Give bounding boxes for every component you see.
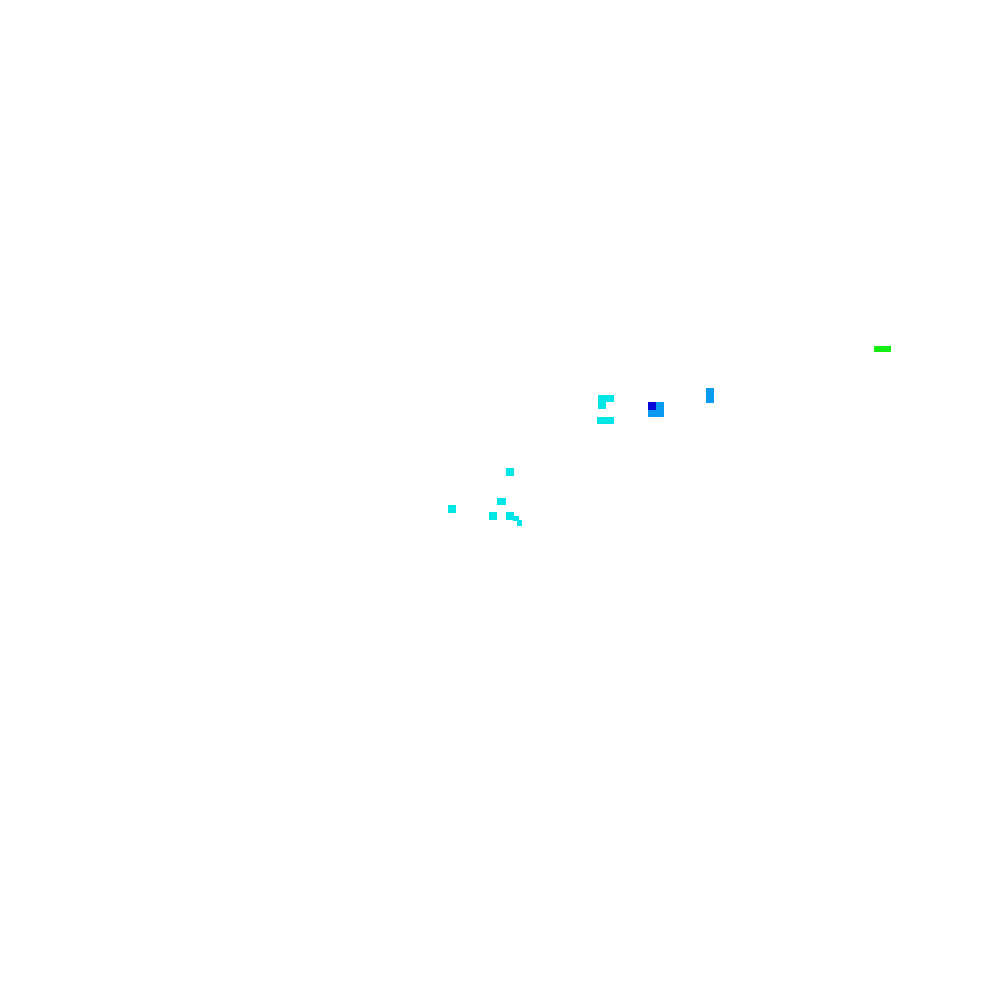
dark-blue-square: [648, 402, 656, 410]
cyan-pixel: [497, 498, 506, 505]
blue-pixel: [656, 402, 664, 417]
green-pixel: [874, 346, 891, 352]
cyan-pixel: [598, 395, 614, 402]
blue-bar: [706, 388, 714, 403]
cyan-bracket: [597, 395, 614, 424]
cyan-pixel: [489, 512, 497, 520]
cyan-pixel: [506, 468, 514, 476]
cyan-pixel: [597, 417, 614, 424]
blue-pixel: [706, 388, 714, 403]
cyan-pixel: [517, 520, 522, 526]
cyan-pixel: [448, 505, 456, 513]
blue-square: [648, 402, 664, 417]
cyan-pixel: [506, 512, 514, 520]
cyan-pixel: [598, 402, 606, 409]
blue-pixel: [648, 410, 656, 417]
green-dash: [874, 346, 891, 352]
cyan-pixel: [513, 516, 519, 521]
cyan-scatter: [448, 468, 522, 526]
dark-blue-pixel: [648, 402, 656, 410]
